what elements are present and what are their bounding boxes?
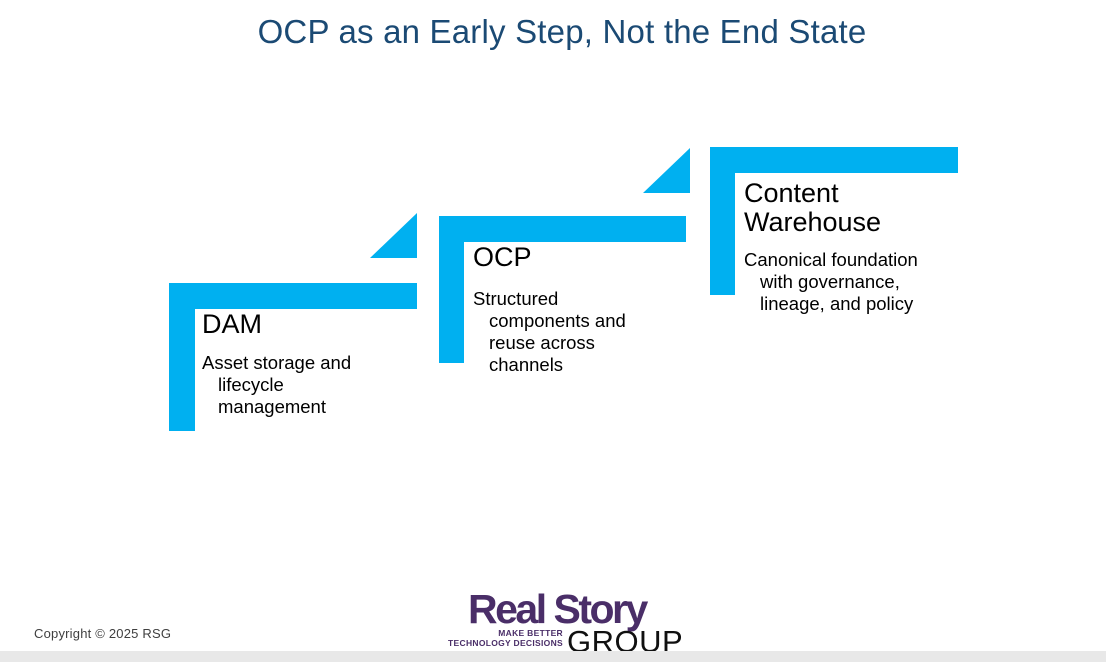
ocp-step-top-bar (439, 216, 686, 242)
copyright-notice: Copyright © 2025 RSG (34, 626, 172, 641)
slide-title: OCP as an Early Step, Not the End State (257, 13, 867, 50)
logo-tagline-line2: TECHNOLOGY DECISIONS (448, 638, 563, 648)
ocp-step-title: OCP (473, 242, 532, 272)
step-up-arrow-icon (370, 213, 417, 258)
content-warehouse-step-left-bar (710, 147, 735, 295)
content-warehouse-step-title: Content Warehouse (744, 178, 882, 237)
logo-tagline-line1: MAKE BETTER (498, 628, 563, 638)
ocp-step-left-bar (439, 216, 464, 363)
slide-bottom-strip (0, 651, 1106, 662)
ocp-step-description: Structured components and reuse across c… (473, 288, 626, 375)
dam-step-description: Asset storage and lifecycle management (202, 352, 352, 417)
dam-step-title: DAM (202, 309, 262, 339)
content-warehouse-step-description: Canonical foundation with governance, li… (744, 249, 918, 314)
content-warehouse-step-top-bar (710, 147, 958, 173)
dam-step-top-bar (169, 283, 417, 309)
dam-step-left-bar (169, 283, 195, 431)
logo-tagline: MAKE BETTER TECHNOLOGY DECISIONS (403, 628, 563, 648)
logo-brand-text: Real Story (468, 586, 648, 632)
step-up-arrow-icon (643, 148, 690, 193)
